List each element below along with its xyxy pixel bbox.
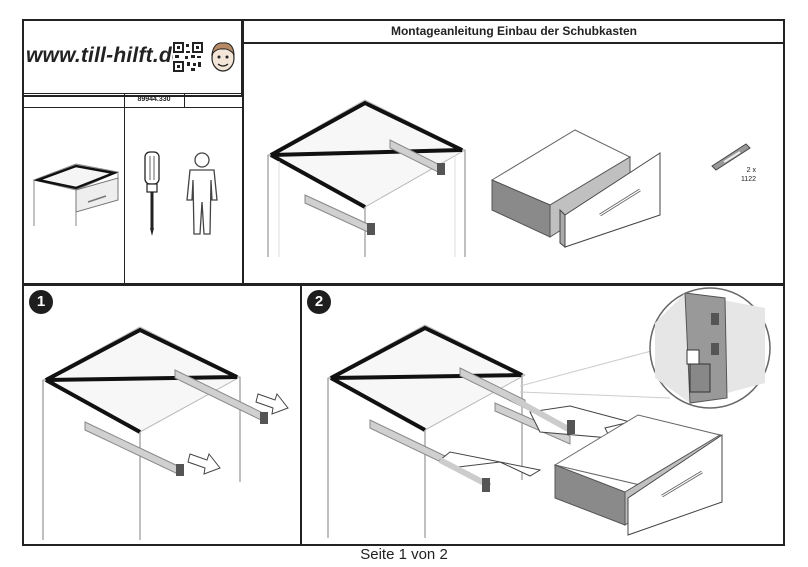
mascot-face-icon bbox=[211, 42, 235, 72]
drawer-insert-illustration bbox=[438, 395, 723, 536]
page-footer: Seite 1 von 2 bbox=[360, 546, 448, 563]
screw-pack-icon bbox=[711, 143, 751, 171]
tools-divider bbox=[124, 107, 125, 285]
page-title: Montageanleitung Einbau der Schubkasten bbox=[390, 24, 638, 38]
step-number-badge: 1 bbox=[29, 290, 53, 314]
carcass-with-rails-illustration bbox=[266, 99, 467, 257]
qr-code-icon bbox=[173, 42, 203, 72]
title-divider bbox=[242, 42, 785, 44]
step-number-badge: 2 bbox=[307, 290, 331, 314]
step-2-panel bbox=[300, 284, 785, 546]
package-part-number: 1122 bbox=[740, 176, 756, 183]
step-1-illustration bbox=[41, 326, 289, 540]
article-cell-left bbox=[124, 93, 125, 108]
article-cell-right bbox=[184, 93, 185, 108]
detail-magnifier-illustration bbox=[519, 287, 771, 409]
article-number: 89944.330 bbox=[137, 96, 171, 103]
article-row-bottom bbox=[22, 107, 243, 108]
cabinet-overview-illustration bbox=[32, 163, 120, 226]
brand-logo: www.till-hilft.de bbox=[26, 44, 184, 67]
screwdriver-icon bbox=[144, 151, 160, 236]
package-quantity: 2 x bbox=[746, 167, 756, 174]
step-2-illustration bbox=[326, 324, 571, 538]
article-row-top bbox=[22, 93, 243, 94]
drawer-illustration bbox=[490, 129, 661, 249]
person-icon bbox=[186, 152, 218, 235]
left-column-divider bbox=[242, 19, 244, 285]
